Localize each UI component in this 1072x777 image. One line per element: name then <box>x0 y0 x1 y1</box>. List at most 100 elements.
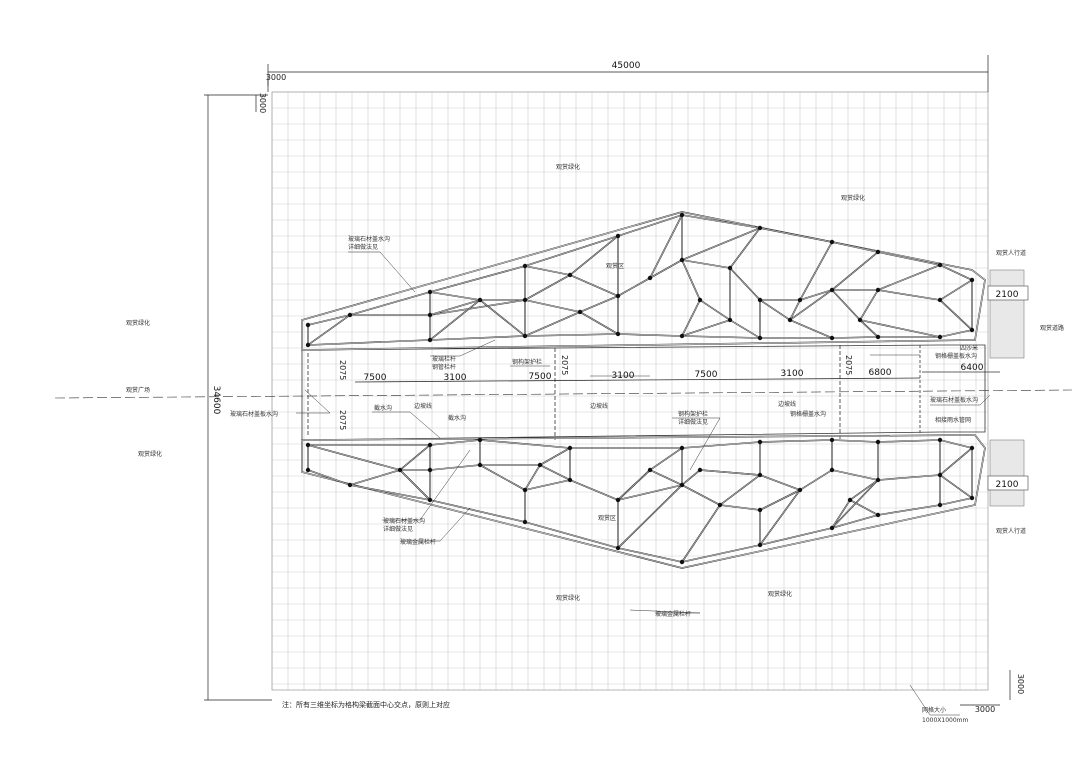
label-right-note: 钢格栅盖板水沟 <box>935 352 977 360</box>
truss-node <box>875 439 881 445</box>
label-right-walk-bottom: 观赏人行道 <box>996 527 1026 535</box>
truss-node <box>787 317 793 323</box>
truss-member-core <box>849 499 879 516</box>
truss-member-core <box>859 319 879 338</box>
truss-node <box>757 225 763 231</box>
truss-member-core <box>939 497 973 506</box>
upper-truss-structure <box>301 211 986 351</box>
label-lower-gutter: 玻璃石材盖水沟 <box>383 517 425 525</box>
truss-member-core <box>524 333 619 337</box>
truss-member-core <box>349 484 431 501</box>
truss-member-core <box>939 299 973 331</box>
truss-node <box>757 507 763 513</box>
truss-node <box>969 445 975 451</box>
truss-member-core <box>569 235 619 276</box>
truss-member-core <box>307 314 351 346</box>
truss-node <box>305 342 311 348</box>
center-axis-line <box>54 389 1072 399</box>
label-upper-gutter: 玻璃石材盖水沟 <box>348 235 390 243</box>
truss-member-core <box>729 319 761 339</box>
dim-walk-bottom: 2100 <box>996 480 1019 490</box>
truss-member-core <box>681 319 731 337</box>
label-lower-gutter-detail: 详细做法见 <box>383 525 413 533</box>
truss-member-core <box>759 527 833 546</box>
truss-member-core <box>759 439 833 443</box>
truss-node <box>757 542 763 548</box>
label-mid-edge-a: 边坡线 <box>414 402 432 410</box>
label-lower-green-2: 观赏绿化 <box>768 590 792 598</box>
truss-member-core <box>681 214 761 229</box>
truss-node <box>829 287 835 293</box>
truss-node <box>615 331 621 337</box>
truss-member-core <box>939 439 973 449</box>
truss-member-core <box>429 499 526 523</box>
leader-lines <box>296 251 991 716</box>
truss-member-core <box>524 311 581 337</box>
truss-member-core <box>681 335 761 339</box>
grid-border <box>271 91 989 691</box>
middle-passage <box>301 344 1000 441</box>
truss-member-core <box>617 484 683 549</box>
truss-member-core <box>429 335 526 341</box>
truss-member-core <box>307 339 431 346</box>
truss-node <box>397 467 403 473</box>
truss-node <box>679 333 685 339</box>
truss-member-core <box>307 469 351 486</box>
truss-member-core <box>617 333 683 337</box>
truss-node <box>537 462 543 468</box>
truss-member-core <box>479 439 571 449</box>
truss-member-core <box>681 504 721 563</box>
truss-member-core <box>617 469 651 501</box>
truss-member-core <box>799 241 833 301</box>
truss-member-core <box>649 214 683 279</box>
dim-top-margin: 3000 <box>258 93 267 113</box>
dim-total-width: 45000 <box>612 61 641 71</box>
truss-member-core <box>759 299 791 321</box>
label-lower-green-1: 观赏绿化 <box>556 594 580 602</box>
truss-node <box>697 297 703 303</box>
dim-seg-3100-c: 3100 <box>781 369 804 379</box>
truss-node <box>969 327 975 333</box>
label-upper-rail-2: 钢管栏杆 <box>432 363 456 371</box>
label-mid-drain-3: 截水沟 <box>448 414 466 422</box>
truss-member-core <box>939 264 973 281</box>
truss-member-core <box>429 265 526 293</box>
truss-member-core <box>681 484 721 506</box>
truss-node <box>522 263 528 269</box>
label-grid-note-a: 网格大小 <box>922 706 946 714</box>
truss-node <box>727 265 733 271</box>
label-upper-edge: 钢构架护栏 <box>512 358 542 366</box>
truss-member-core <box>859 289 879 321</box>
truss-node <box>522 333 528 339</box>
label-mid-drain-left: 玻璃石材盖板水沟 <box>230 410 278 418</box>
truss-node <box>477 437 483 443</box>
truss-member-core <box>524 265 571 276</box>
label-grid-note-b: 1000X1000mm <box>922 717 968 724</box>
truss-outline <box>301 434 986 569</box>
truss-node <box>679 257 685 263</box>
truss-member-core <box>681 544 761 563</box>
truss-member-core <box>539 447 571 466</box>
truss-node <box>679 445 685 451</box>
truss-node <box>522 487 528 493</box>
truss-member-core <box>681 227 761 261</box>
truss-member-core <box>789 319 833 339</box>
truss-member-core <box>729 267 761 301</box>
label-upper-mid: 观赏区 <box>606 262 624 270</box>
truss-member-core <box>617 547 683 563</box>
truss-member-core <box>479 299 526 337</box>
truss-member-core <box>524 274 571 301</box>
truss-node <box>847 497 853 503</box>
truss-node <box>477 462 483 468</box>
label-right-walk-top: 观赏人行道 <box>996 249 1026 257</box>
truss-node <box>697 467 703 473</box>
truss-member-core <box>789 299 801 321</box>
truss-member-core <box>649 259 683 279</box>
truss-member-core <box>649 447 683 471</box>
truss-node <box>969 277 975 283</box>
truss-member-core <box>699 469 761 476</box>
truss-member-core <box>939 474 973 499</box>
truss-node <box>477 297 483 303</box>
truss-node <box>797 487 803 493</box>
truss-member-core <box>579 311 619 335</box>
